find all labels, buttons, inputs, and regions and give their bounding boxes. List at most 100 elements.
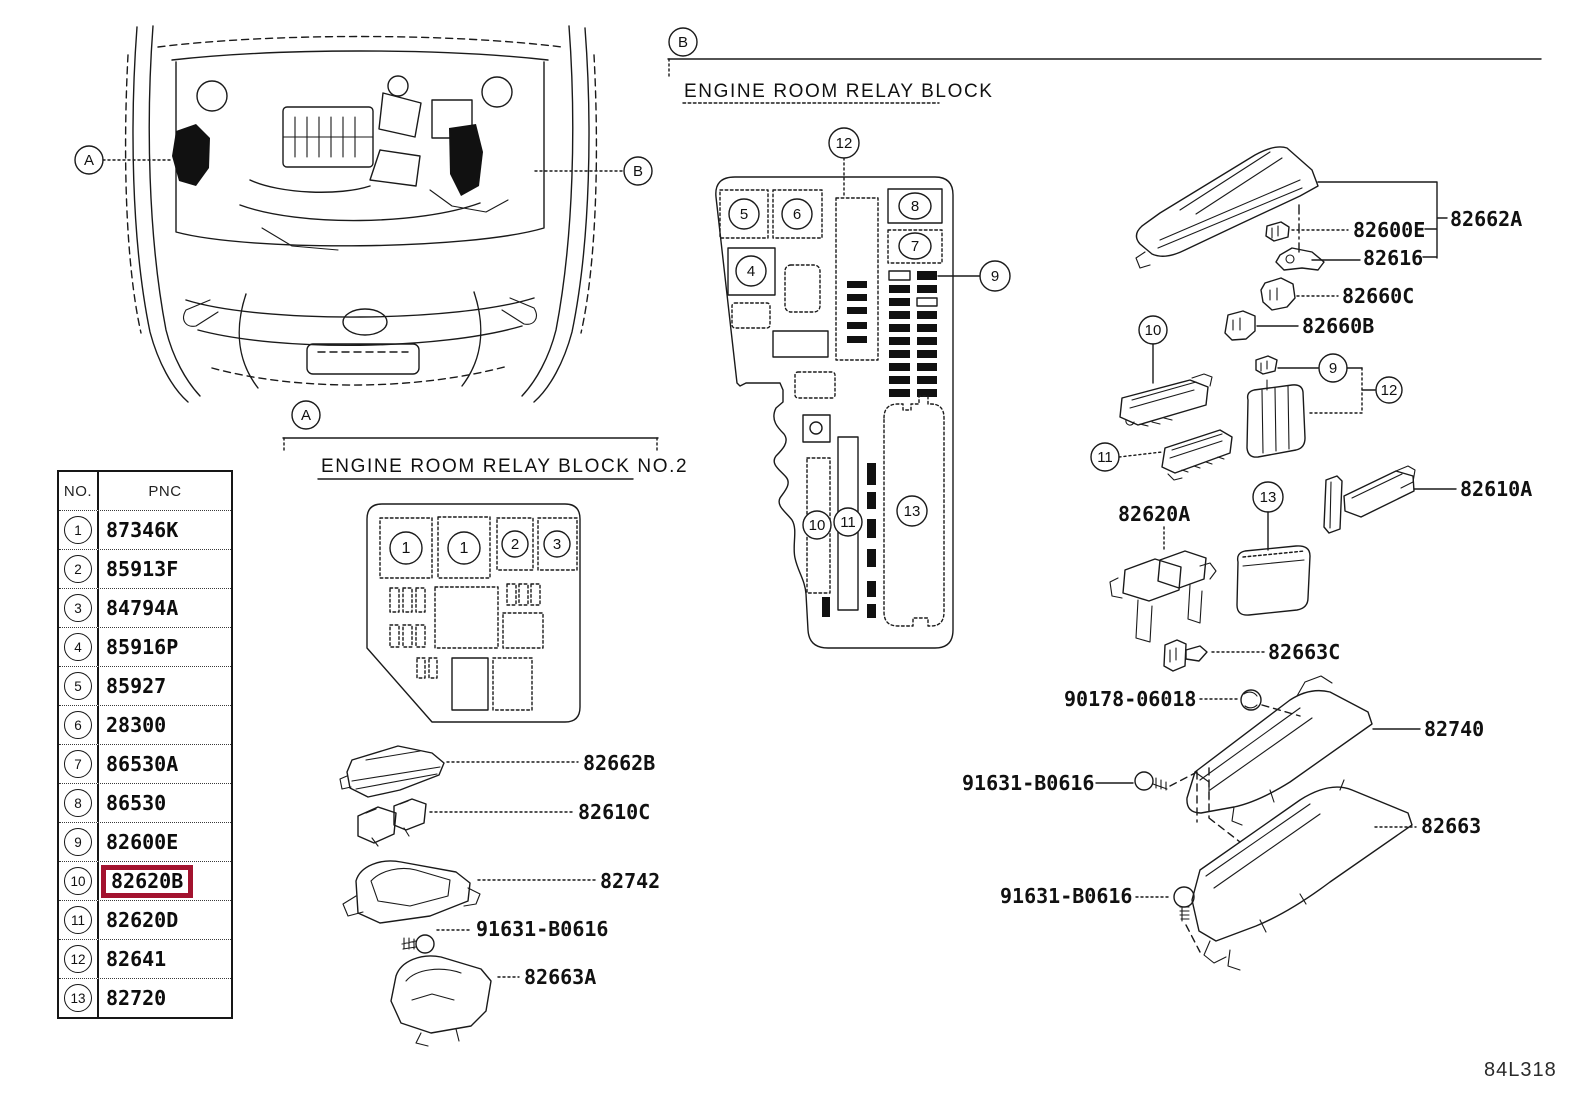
pnc-value[interactable]: 28300 [106,713,167,737]
part-82610c: 82610C [358,799,650,846]
section-a-marker-label: A [301,407,311,424]
part-bolt-upper: 91631-B0616 [962,768,1240,842]
table-row[interactable]: 1 87346K [59,510,231,549]
row-no-badge: 7 [64,750,92,778]
table-row[interactable]: 4 85916P [59,627,231,666]
col-header-no: NO. [59,472,99,510]
part-label-bolt-upper[interactable]: 91631-B0616 [962,771,1094,795]
section-b-title: ENGINE ROOM RELAY BLOCK [684,81,994,102]
part-label-82742[interactable]: 82742 [600,869,660,893]
table-row-selected[interactable]: 10 82620B [59,861,231,900]
part-label-90178-06018[interactable]: 90178-06018 [1064,687,1196,711]
part-label-bolt-left[interactable]: 91631-B0616 [476,917,608,941]
part-label-82662a[interactable]: 82662A [1450,207,1522,231]
no2-slot-3: 3 [553,536,561,553]
b-slot-4: 4 [747,263,755,280]
no2-slot-1b: 1 [460,540,469,557]
row-no-badge: 12 [64,945,92,973]
table-row[interactable]: 8 86530 [59,783,231,822]
b-callout-13: 13 [904,503,921,520]
table-row[interactable]: 13 82720 [59,978,231,1017]
part-82620a: 82620A [1110,502,1216,642]
part-82660b: 82660B [1225,311,1374,340]
no2-slot-2: 2 [511,536,519,553]
license-plate [307,344,419,374]
pnc-value[interactable]: 82620D [106,908,179,932]
b-fuse-columns [889,271,937,397]
table-header-row: NO. PNC [59,472,231,510]
pnc-value[interactable]: 84794A [106,596,179,620]
car-callout-a: A [75,146,172,174]
relay-block-no2-diagram: 1 1 2 3 [367,504,580,722]
part-label-82740[interactable]: 82740 [1424,717,1484,741]
table-row[interactable]: 9 82600E [59,822,231,861]
row-no-badge: 5 [64,672,92,700]
pnc-value[interactable]: 85927 [106,674,167,698]
table-row[interactable]: 11 82620D [59,900,231,939]
pnc-value[interactable]: 85916P [106,635,179,659]
b-callout-9: 9 [991,268,999,285]
part-bolt-left: 91631-B0616 [402,917,608,953]
part-label-bolt-lower[interactable]: 91631-B0616 [1000,884,1132,908]
row-no-badge: 9 [64,828,92,856]
part-label-82610c[interactable]: 82610C [578,800,650,824]
part-82662b: 82662B [340,746,655,797]
table-row[interactable]: 2 85913F [59,549,231,588]
table-row[interactable]: 6 28300 [59,705,231,744]
callout-11-label: 11 [1097,449,1113,466]
part-82616: 82616 [1276,246,1423,270]
pnc-value[interactable]: 86530 [106,791,167,815]
row-no-badge: 1 [64,516,92,544]
pnc-value-selected[interactable]: 82620B [101,864,194,898]
callout-13-label: 13 [1260,489,1277,506]
row-no-badge: 4 [64,633,92,661]
pnc-value[interactable]: 87346K [106,518,179,542]
part-label-82660b[interactable]: 82660B [1302,314,1374,338]
engine-room-relay-block-diagram: 5 6 8 7 4 [716,128,1010,648]
table-row[interactable]: 12 82641 [59,939,231,978]
emblem [343,309,387,335]
no2-fuse-slots [390,584,540,678]
no2-slot-1a: 1 [402,540,411,557]
part-82663c: 82663C [1164,640,1340,671]
b-slot-7: 7 [911,238,919,255]
part-label-82600e[interactable]: 82600E [1353,218,1425,242]
part-label-82616[interactable]: 82616 [1363,246,1423,270]
part-82663: 82663 [1192,780,1481,970]
row-no-badge: 11 [64,906,92,934]
table-row[interactable]: 5 85927 [59,666,231,705]
table-row[interactable]: 3 84794A [59,588,231,627]
car-callout-b: B [535,157,652,185]
part-label-82662b[interactable]: 82662B [583,751,655,775]
pnc-value[interactable]: 82641 [106,947,167,971]
b-slot-5: 5 [740,206,748,223]
part-label-82663[interactable]: 82663 [1421,814,1481,838]
callout-10-label: 10 [1145,322,1162,339]
row-no-badge: 6 [64,711,92,739]
part-label-82610a[interactable]: 82610A [1460,477,1532,501]
section-b-header: B ENGINE ROOM RELAY BLOCK [668,28,1541,103]
part-90178-06018: 90178-06018 [1064,687,1300,716]
part-82610a: 82610A [1324,466,1532,533]
part-label-82660c[interactable]: 82660C [1342,284,1414,308]
pnc-value[interactable]: 82600E [106,830,179,854]
part-82663a: 82663A [391,956,596,1046]
row-no-badge: 8 [64,789,92,817]
pnc-value[interactable]: 85913F [106,557,179,581]
part-label-82620a[interactable]: 82620A [1118,502,1190,526]
b-fuse-marks-mid [847,281,867,343]
pnc-value[interactable]: 82720 [106,986,167,1010]
col-header-pnc: PNC [148,482,182,500]
part-label-82663c[interactable]: 82663C [1268,640,1340,664]
b-slot-6: 6 [793,206,801,223]
part-82600e: 82600E [1266,218,1425,242]
table-row[interactable]: 7 86530A [59,744,231,783]
callout-12-label: 12 [1381,382,1398,399]
pnc-value[interactable]: 86530A [106,752,179,776]
part-label-82663a[interactable]: 82663A [524,965,596,989]
relay-block-b-location [449,124,483,196]
b-dashed-marks [822,463,876,618]
relay-block-a-location [172,124,210,186]
